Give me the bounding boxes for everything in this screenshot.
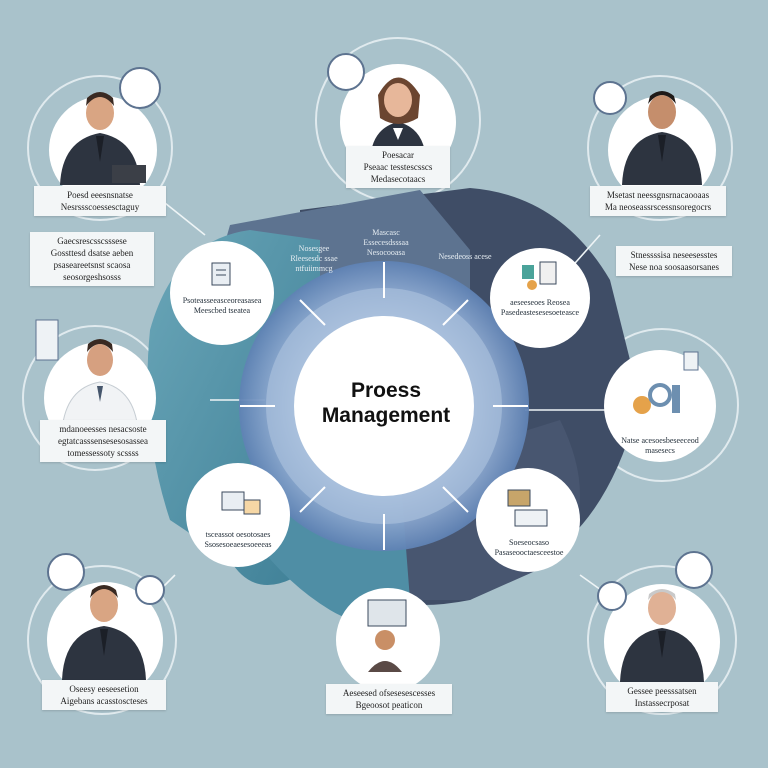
process-node-upper-right	[490, 248, 590, 348]
center-title-line2: Management	[321, 404, 451, 427]
person-label-bottom-left: Oseesy eeseesetion Aigebans acasstosctes…	[42, 680, 166, 710]
team-icon	[367, 599, 407, 672]
node-label-upper-right: aeseeseoes Reosea Pasedeastesesesoeteasc…	[500, 298, 580, 317]
spoke-arrows	[240, 262, 528, 550]
portrait-bottom-right	[604, 584, 720, 700]
gears-icon	[633, 383, 680, 414]
node-label-bottom: Aeseesed ofsesesescesses Bgeoosot peatic…	[326, 684, 452, 714]
process-node-right	[604, 350, 716, 462]
person-label-middle-left: mdanoeesses nesacsoste egtatcasssenseses…	[40, 420, 166, 462]
satellite-icons	[35, 53, 713, 611]
businessman-glasses-icon	[62, 585, 146, 680]
machine-icon	[221, 491, 261, 515]
portrait-top-left	[49, 92, 157, 204]
hub-text-top: Mascasc Essecesdsssaa Nesocooasa	[363, 228, 409, 257]
person-label-top: Poesacar Pseaac tesstescsscs Medasecotaa…	[346, 146, 450, 188]
side-label-left: Gaecsrescsscsssese Gossttesd dsatse aebe…	[30, 232, 154, 286]
process-node-lower-left	[186, 463, 290, 567]
portrait-bottom-left	[47, 582, 163, 698]
tools-icon	[522, 261, 557, 290]
center-disc	[294, 316, 474, 496]
portrait-top-right	[608, 91, 716, 204]
process-node-upper-left	[170, 241, 274, 345]
person-label-top-right: Msetast neessgnsrnacaooaas Ma neoseassrs…	[590, 186, 726, 216]
businessman-icon	[622, 91, 702, 185]
hub-text-top-left: Nosesgee Rleesesdc ssae ntfuiimmcg	[290, 244, 338, 273]
businessman-laptop-icon	[60, 92, 146, 185]
files-icon	[507, 489, 548, 527]
senior-businessman-icon	[620, 589, 704, 682]
node-label-upper-left: Psoteasseeasceoreasasea Meescbed tseatea	[182, 296, 262, 315]
node-label-lower-left: tsceassot oesotosaes Ssosesoeaesesoeeeas	[204, 530, 272, 549]
process-node-bottom	[336, 588, 440, 692]
person-label-top-left: Poesd eeesnsnatse Nesrssscoessesctaguy	[34, 186, 166, 216]
center-title: Proess Management	[298, 378, 474, 428]
man-white-coat-icon	[61, 339, 139, 431]
document-icon	[211, 262, 231, 286]
hub-text-top-right: Nesedeoss acese	[438, 252, 492, 261]
process-node-lower-right	[476, 468, 580, 572]
center-title-line1: Proess	[350, 379, 422, 402]
person-label-bottom-right: Gessee peesssatsen Instassecrposat	[606, 682, 718, 712]
side-label-right: Stnessssisa neseesesstes Nese noa soosaa…	[616, 246, 732, 276]
node-label-lower-right: Soeseocsaso Pasaseooctaesceestoe	[494, 538, 564, 557]
node-label-right: Natse acesoesbeseeceod masesecs	[621, 436, 699, 455]
